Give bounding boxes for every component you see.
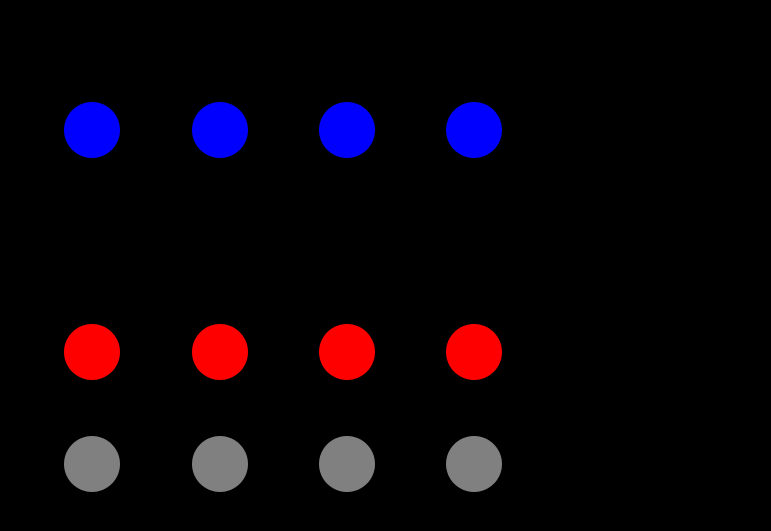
dot-red-row-col4 [446, 324, 502, 380]
dot-blue-row-col3 [319, 102, 375, 158]
dot-gray-row-col2 [192, 436, 248, 492]
dot-gray-row-col3 [319, 436, 375, 492]
dot-red-row-col1 [64, 324, 120, 380]
dot-blue-row-col2 [192, 102, 248, 158]
dot-blue-row-col4 [446, 102, 502, 158]
dot-blue-row-col1 [64, 102, 120, 158]
dot-gray-row-col4 [446, 436, 502, 492]
dot-red-row-col3 [319, 324, 375, 380]
dot-red-row-col2 [192, 324, 248, 380]
dot-gray-row-col1 [64, 436, 120, 492]
